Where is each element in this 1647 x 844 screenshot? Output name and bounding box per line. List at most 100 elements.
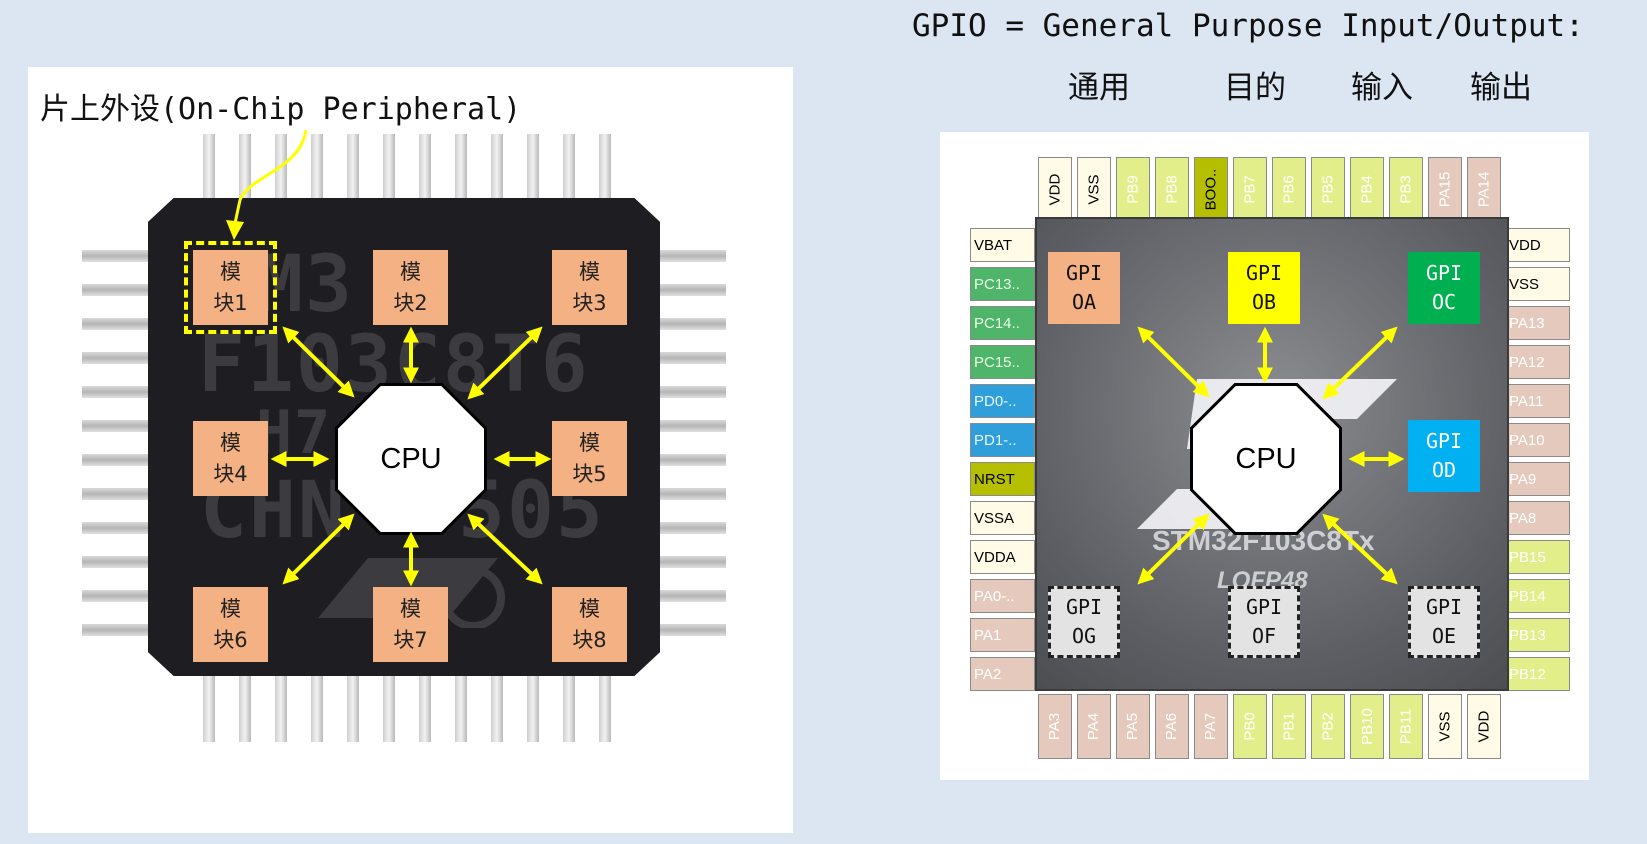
gpio-word-input: 输入 bbox=[1351, 70, 1413, 106]
pin-label: PC14.. bbox=[974, 314, 1020, 332]
module-label-line2: 块3 bbox=[572, 290, 607, 315]
module-1: 模 块1 bbox=[184, 241, 277, 334]
gpio-label-line1: GPI bbox=[1425, 261, 1463, 285]
pin-label: VDD bbox=[1509, 236, 1541, 254]
pin-top: PA14 bbox=[1467, 157, 1501, 222]
chip-pin-right bbox=[656, 454, 726, 466]
gpio-label-line1: GPI bbox=[1065, 595, 1103, 619]
pin-bottom: PA3 bbox=[1038, 694, 1072, 759]
chip-pin-left bbox=[82, 352, 152, 364]
chip-pin-bottom bbox=[347, 672, 359, 742]
chip-pin-left bbox=[82, 624, 152, 636]
chip-pin-top bbox=[563, 134, 575, 204]
module-2: 模 块2 bbox=[373, 250, 448, 325]
chip-pin-bottom bbox=[383, 672, 395, 742]
pin-label: NRST bbox=[974, 470, 1015, 488]
chip-pin-top bbox=[239, 134, 251, 204]
chip-pin-top bbox=[419, 134, 431, 204]
chip-pin-top bbox=[347, 134, 359, 204]
pin-label: PB12 bbox=[1509, 665, 1546, 683]
pin-label: PD0-.. bbox=[974, 392, 1017, 410]
chip-pin-bottom bbox=[527, 672, 539, 742]
pin-left: VDDA bbox=[970, 540, 1035, 574]
pin-right: PB12 bbox=[1505, 657, 1570, 691]
chip-pin-left bbox=[82, 386, 152, 398]
pin-bottom: VSS bbox=[1428, 694, 1462, 759]
chip-pin-top bbox=[599, 134, 611, 204]
pin-bottom: PB0 bbox=[1233, 694, 1267, 759]
chip-pin-top bbox=[383, 134, 395, 204]
pin-label: PA9 bbox=[1509, 470, 1537, 488]
chip-pin-left bbox=[82, 556, 152, 568]
cpu-octagon-left: CPU bbox=[338, 386, 484, 532]
arrow-gpioe-cpu bbox=[1322, 513, 1398, 585]
pin-right: PA11 bbox=[1505, 384, 1570, 418]
chip-pin-top bbox=[275, 134, 287, 204]
chip-pin-top bbox=[527, 134, 539, 204]
module-label-line1: 模 bbox=[220, 596, 241, 621]
pin-right: PA9 bbox=[1505, 462, 1570, 496]
gpio-label-line1: GPI bbox=[1245, 261, 1283, 285]
gpio-word-purpose: 目的 bbox=[1224, 70, 1286, 106]
pin-left: VBAT bbox=[970, 228, 1035, 262]
pin-bottom: VDD bbox=[1467, 694, 1501, 759]
pin-bottom: PA4 bbox=[1077, 694, 1111, 759]
chip-pin-bottom bbox=[455, 672, 467, 742]
chip-pin-right bbox=[656, 386, 726, 398]
cpu-label: CPU bbox=[1235, 442, 1297, 475]
pin-top: VDD bbox=[1038, 157, 1072, 222]
pin-left: VSSA bbox=[970, 501, 1035, 535]
module-label-line2: 块6 bbox=[213, 627, 248, 652]
chip-pin-top bbox=[311, 134, 323, 204]
chip-pin-left bbox=[82, 420, 152, 432]
gpio-block-f: GPI OF bbox=[1228, 586, 1300, 658]
gpio-label-line1: GPI bbox=[1065, 261, 1103, 285]
gpio-block-d: GPI OD bbox=[1408, 420, 1480, 492]
chip-pin-bottom bbox=[311, 672, 323, 742]
pin-bottom: PA7 bbox=[1194, 694, 1228, 759]
gpio-label-line1: GPI bbox=[1425, 595, 1463, 619]
pin-bottom: PA6 bbox=[1155, 694, 1189, 759]
pin-label: PA13 bbox=[1509, 314, 1545, 332]
module-label-line2: 块1 bbox=[213, 290, 248, 315]
pin-label: PC15.. bbox=[974, 353, 1020, 371]
module-3: 模 块3 bbox=[552, 250, 627, 325]
chip-pin-left bbox=[82, 488, 152, 500]
module-label-line2: 块4 bbox=[213, 461, 248, 486]
pin-top: PB4 bbox=[1350, 157, 1384, 222]
module-label-line2: 块5 bbox=[572, 461, 607, 486]
pin-label: PB15 bbox=[1509, 548, 1546, 566]
module-4: 模 块4 bbox=[193, 421, 268, 496]
pin-top: PB3 bbox=[1389, 157, 1423, 222]
gpio-block-c: GPI OC bbox=[1408, 252, 1480, 324]
gpio-label-line2: OA bbox=[1071, 290, 1097, 314]
module-label-line1: 模 bbox=[400, 596, 421, 621]
chip-pin-bottom bbox=[239, 672, 251, 742]
pin-bottom: PB10 bbox=[1350, 694, 1384, 759]
module-8: 模 块8 bbox=[552, 587, 627, 662]
pin-right: PA8 bbox=[1505, 501, 1570, 535]
module-label-line1: 模 bbox=[579, 596, 600, 621]
gpio-label-line1: GPI bbox=[1425, 429, 1463, 453]
pin-label: PA12 bbox=[1509, 353, 1545, 371]
chip-pin-bottom bbox=[491, 672, 503, 742]
pin-label: PC13.. bbox=[974, 275, 1020, 293]
gpio-label-line1: GPI bbox=[1245, 595, 1283, 619]
pin-label: PA0-.. bbox=[974, 587, 1015, 605]
module-label-line1: 模 bbox=[579, 430, 600, 455]
chip-pin-bottom bbox=[419, 672, 431, 742]
pin-top: PB7 bbox=[1233, 157, 1267, 222]
module-7: 模 块7 bbox=[373, 587, 448, 662]
gpio-word-general: 通用 bbox=[1068, 70, 1130, 106]
pin-label: PA2 bbox=[974, 665, 1002, 683]
on-chip-peripheral-label: 片上外设(On-Chip Peripheral) bbox=[40, 92, 522, 127]
pin-label: PB13 bbox=[1509, 626, 1546, 644]
pin-right: PA13 bbox=[1505, 306, 1570, 340]
arrow-module3-cpu bbox=[467, 326, 543, 400]
pin-left: PA0-.. bbox=[970, 579, 1035, 613]
chip-pin-right bbox=[656, 318, 726, 330]
gpio-block-e: GPI OE bbox=[1408, 586, 1480, 658]
cpu-octagon-right: CPU bbox=[1193, 386, 1339, 532]
pin-left: PC15.. bbox=[970, 345, 1035, 379]
